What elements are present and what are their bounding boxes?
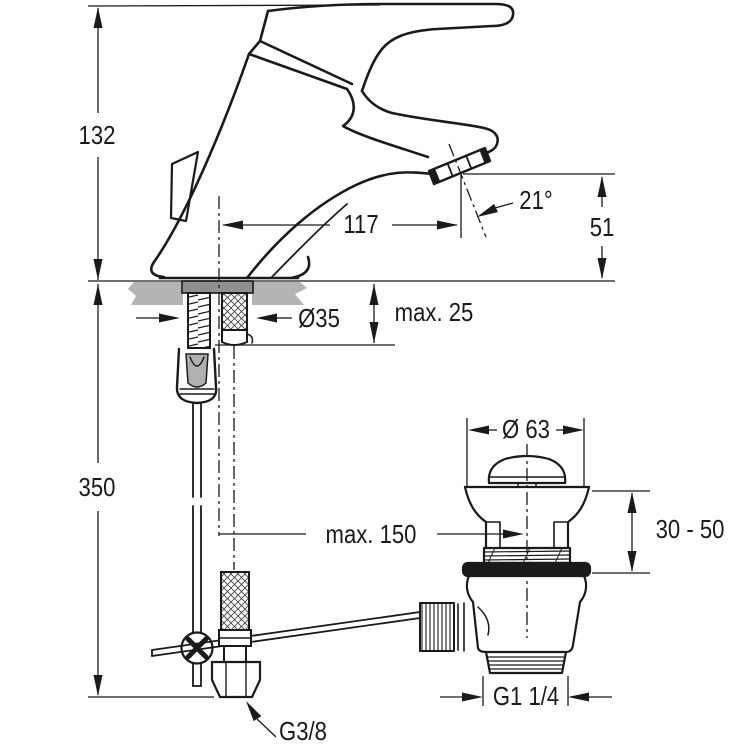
dim-max-waste-reach: max. 150 xyxy=(323,519,419,549)
threaded-shank xyxy=(187,292,211,349)
lever-handle-back-edge xyxy=(258,9,270,43)
side-port-knurled-nut xyxy=(419,602,465,652)
body-left-edge xyxy=(150,52,251,279)
dim-spout-reach: 117 xyxy=(341,209,381,239)
spout-top-edge xyxy=(360,89,499,155)
dim-outlet-height: 51 xyxy=(588,212,616,242)
dimension-arrowheads xyxy=(93,7,637,722)
dim-spout-angle: 21° xyxy=(517,185,555,215)
dim-waste-thread: G1 1/4 xyxy=(491,681,561,711)
body-side-plate xyxy=(169,150,200,223)
spout-rear-edge xyxy=(341,87,430,159)
fixing-rod xyxy=(192,403,202,687)
dim-max-deck-thickness: max. 25 xyxy=(392,297,476,327)
pop-up-waste-assembly xyxy=(419,454,592,675)
g38-leader-line xyxy=(256,718,277,738)
angle-leader-line xyxy=(494,202,514,209)
spout-crease-line xyxy=(270,203,348,279)
cartridge-collar xyxy=(247,39,354,91)
fixing-bracket xyxy=(175,347,218,405)
dimension-lines xyxy=(87,4,650,738)
countertop-section xyxy=(128,280,307,305)
waste-body xyxy=(465,574,588,654)
faucet-body xyxy=(150,2,515,280)
dim-plug-diameter: Ø 63 xyxy=(500,414,552,444)
g38-nut xyxy=(210,660,262,699)
faucet-base-flange xyxy=(181,280,254,294)
dim-supply-thread: G3/8 xyxy=(277,716,329,746)
flex-hose-lower xyxy=(210,571,262,699)
base-foot xyxy=(158,255,311,280)
clamp-screw xyxy=(180,631,214,665)
dim-overall-height: 132 xyxy=(76,120,118,150)
lever-handle xyxy=(266,2,515,93)
aerator xyxy=(427,146,492,186)
dim-hole-diameter: Ø35 xyxy=(296,303,342,333)
spray-angle-centerline xyxy=(448,143,487,238)
spout-underside xyxy=(245,171,435,280)
waste-tailpiece-thread xyxy=(484,650,568,675)
top-reference-line xyxy=(87,4,381,7)
dim-supply-length: 350 xyxy=(76,472,118,502)
pop-up-rod xyxy=(151,611,421,657)
dim-basin-thickness: 30 - 50 xyxy=(653,514,727,544)
under-counter-assembly xyxy=(151,292,421,699)
flex-hose-upper xyxy=(221,292,254,346)
